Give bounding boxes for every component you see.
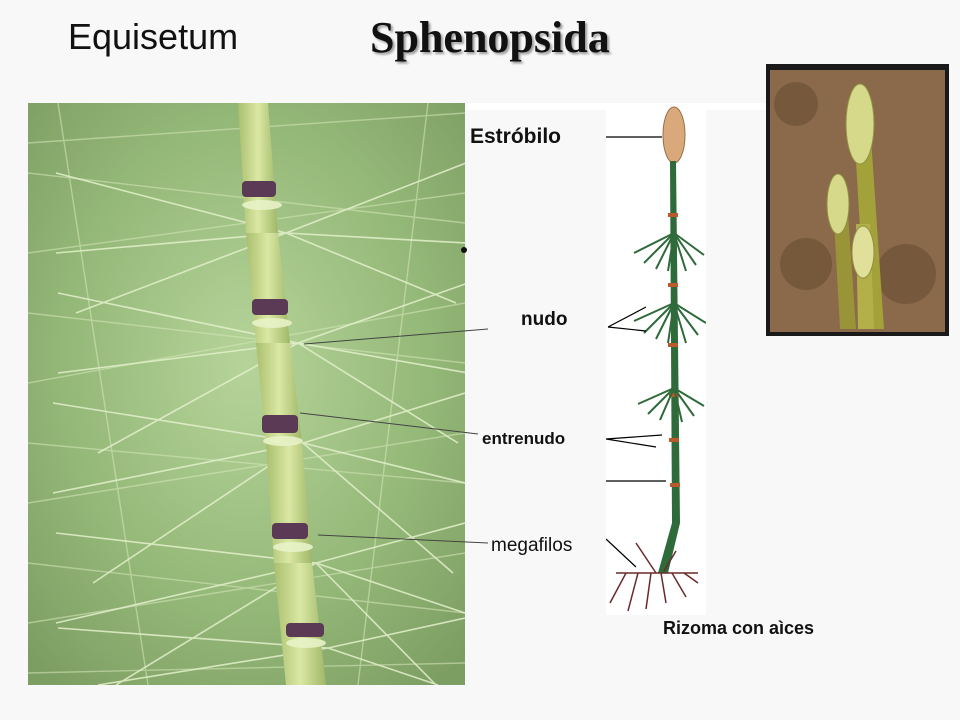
slide-subtitle: Equisetum: [68, 16, 239, 57]
label-estrobilo: Estróbilo: [470, 125, 562, 148]
equisetum-diagram: [606, 103, 706, 615]
slide-title: Sphenopsida: [370, 13, 610, 62]
equisetum-photo: [28, 103, 465, 685]
label-megafilos: megafilos: [491, 535, 573, 556]
label-nudo: nudo: [521, 309, 568, 330]
label-entrenudo: entrenudo: [482, 429, 566, 448]
label-rizoma: Rizoma con aìces: [663, 618, 815, 638]
strobilus-photo: [766, 64, 949, 336]
